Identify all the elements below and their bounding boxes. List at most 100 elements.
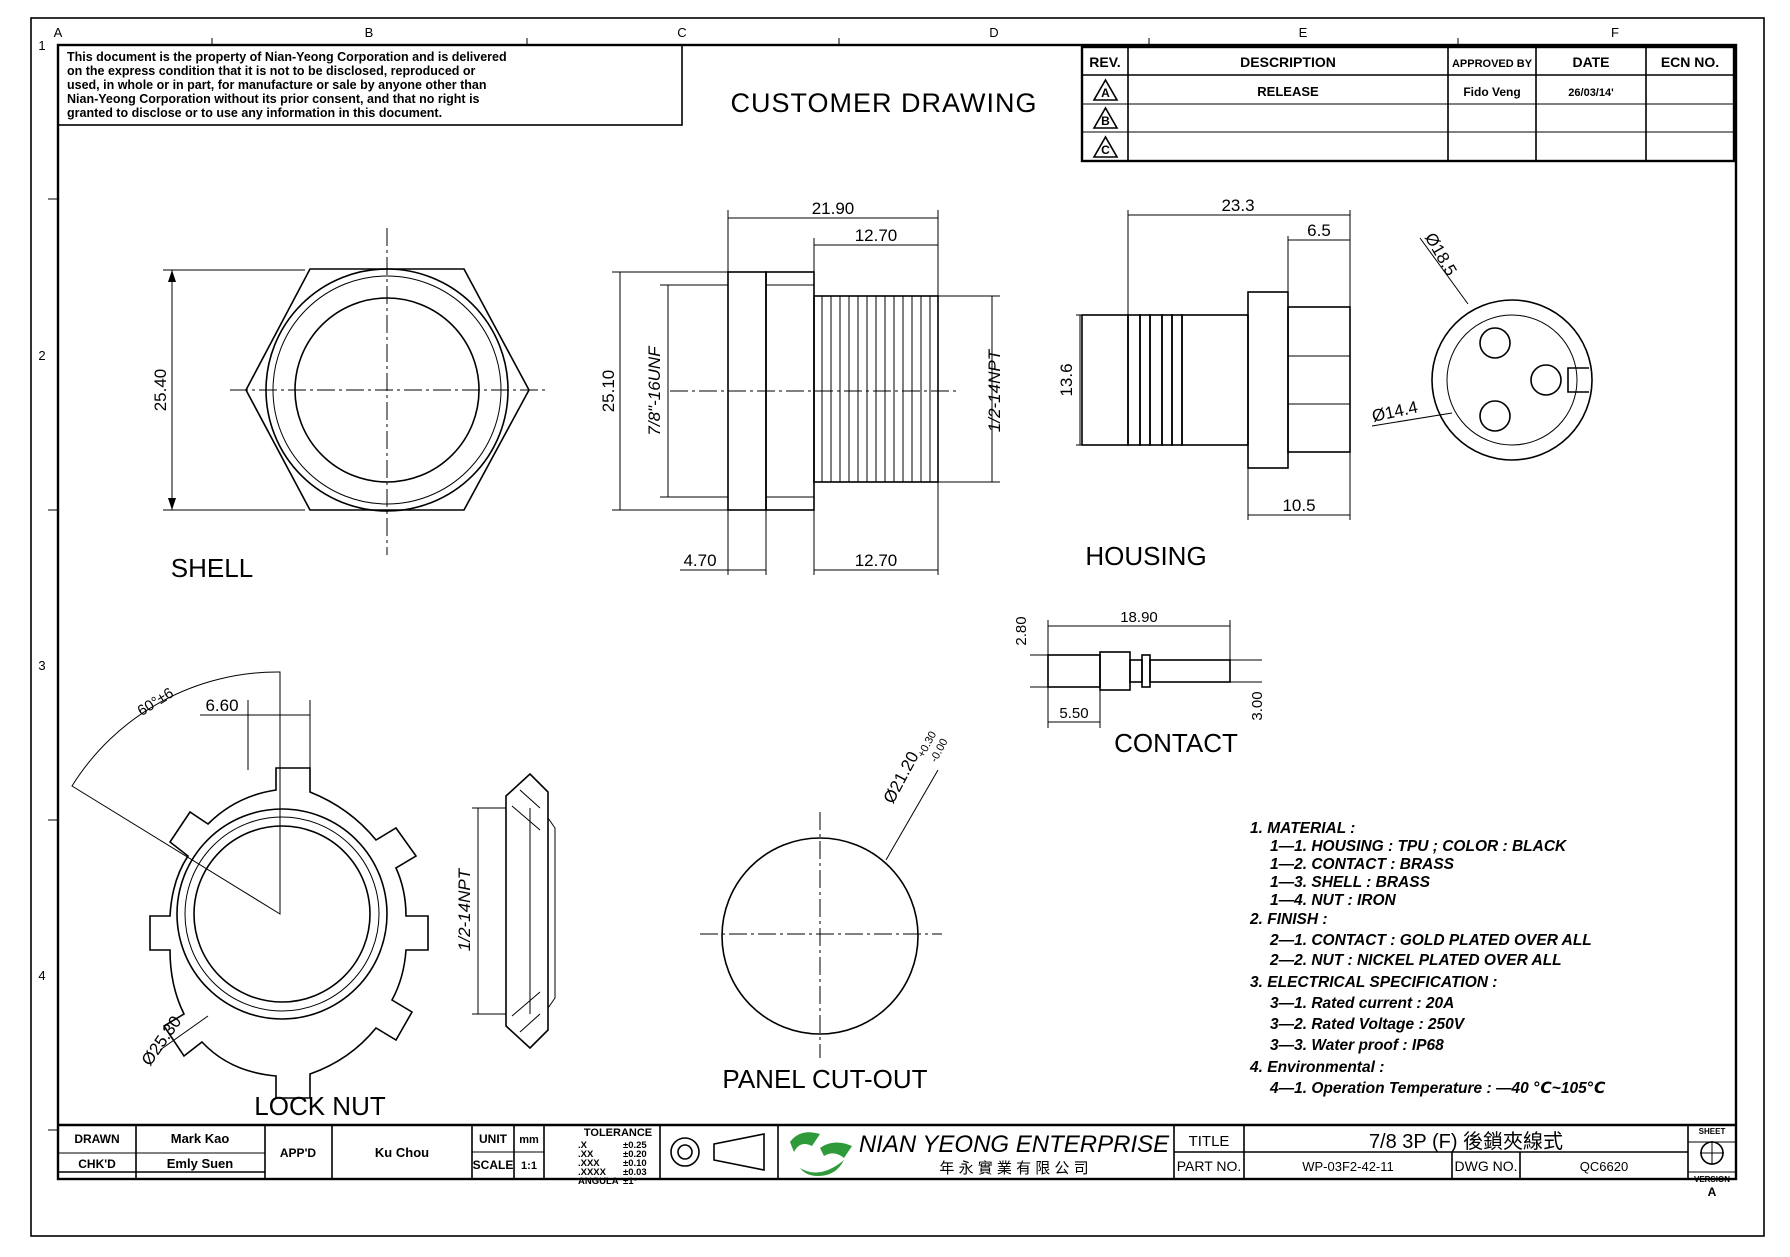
- face-inner-diameter: Ø14.4: [1370, 398, 1419, 426]
- housing-label: HOUSING: [1085, 541, 1206, 571]
- dwg-label: DWG NO.: [1455, 1158, 1518, 1174]
- drawn-by: Mark Kao: [171, 1131, 230, 1146]
- cutout-label: PANEL CUT-OUT: [722, 1064, 927, 1094]
- confidential-notice: This document is the property of Nian-Ye…: [57, 44, 683, 126]
- tolerance-key: .XXX: [578, 1158, 600, 1169]
- grid-col-a: A: [54, 25, 63, 40]
- note-line: 3—1. Rated current : 20A: [1270, 995, 1454, 1012]
- appd-by: Ku Chou: [375, 1145, 429, 1160]
- side-flange-dim: 4.70: [683, 551, 716, 570]
- note-line: 3. ELECTRICAL SPECIFICATION :: [1250, 974, 1497, 991]
- rev-letter: A: [1101, 86, 1110, 100]
- inner-frame: [56, 43, 1738, 1181]
- side-thread-top-dim: 12.70: [855, 226, 898, 245]
- contact-large-dia-dim: 3.00: [1249, 691, 1266, 720]
- lock-nut-thread-dim: 1/2-14NPT: [455, 867, 474, 951]
- grid-row-4: 4: [38, 968, 45, 983]
- thread-lines: [821, 296, 931, 482]
- tolerance-value: ±0.03: [623, 1167, 647, 1178]
- scale-value: 1:1: [521, 1160, 537, 1172]
- rev-letter: B: [1101, 114, 1110, 128]
- housing-overall-dim: 23.3: [1221, 196, 1254, 215]
- lock-nut-slot-dim: 6.60: [205, 696, 238, 715]
- appd-label: APP'D: [280, 1146, 317, 1160]
- notice-line: used, in whole or in part, for manufactu…: [67, 78, 487, 92]
- note-line: 1. MATERIAL :: [1250, 820, 1355, 837]
- title-value: 7/8 3P (F) 後鎖夾線式: [1369, 1130, 1563, 1153]
- zone-grid: A B C D E F 1 2 3 4: [38, 25, 1619, 1131]
- approved-by-header: APPROVED BY: [1452, 58, 1533, 70]
- rev-letter: C: [1101, 143, 1110, 157]
- revision-table: REV. DESCRIPTION APPROVED BY DATE ECN NO…: [1080, 45, 1736, 163]
- note-line: 1—1. HOUSING : TPU ; COLOR : BLACK: [1270, 838, 1568, 855]
- version-label: VERSION: [1694, 1175, 1730, 1184]
- tolerance-key: ANGULA: [578, 1176, 619, 1187]
- note-line: 2—1. CONTACT : GOLD PLATED OVER ALL: [1269, 932, 1592, 949]
- sheet-label: SHEET: [1699, 1127, 1726, 1136]
- grid-col-d: D: [989, 25, 998, 40]
- contact-small-dia-dim: 2.80: [1013, 616, 1030, 645]
- notice-line: Nian-Yeong Corporation without its prior…: [67, 92, 480, 106]
- grid-col-f: F: [1611, 25, 1619, 40]
- grid-col-b: B: [365, 25, 374, 40]
- date-header: DATE: [1572, 54, 1609, 70]
- chkd-by: Emly Suen: [167, 1156, 234, 1171]
- note-line: 1—2. CONTACT : BRASS: [1270, 856, 1455, 873]
- notice-line: on the express condition that it is not …: [67, 64, 476, 78]
- housing-bottom-right-dim: 10.5: [1282, 496, 1315, 515]
- rev-date: 26/03/14': [1568, 87, 1614, 99]
- panel-cut-out-view: Ø21.20 +0.30 -0.00 PANEL CUT-OUT: [700, 729, 951, 1094]
- note-line: 2—2. NUT : NICKEL PLATED OVER ALL: [1269, 952, 1562, 969]
- outer-frame: [30, 17, 1765, 1237]
- grid-row-1: 1: [38, 38, 45, 53]
- version-value: A: [1708, 1185, 1717, 1199]
- projection-symbol-icon: [670, 1137, 700, 1167]
- drawing-title: CUSTOMER DRAWING: [730, 88, 1037, 118]
- rev-triangle-icon: [1092, 78, 1119, 101]
- note-line: 4. Environmental :: [1249, 1059, 1384, 1076]
- grid-row-2: 2: [38, 348, 45, 363]
- tolerance-label: TOLERANCE: [584, 1127, 652, 1139]
- note-line: 4—1. Operation Temperature : —40 ℃~105℃: [1269, 1080, 1606, 1097]
- lock-nut-side-view: 1/2-14NPT: [455, 772, 556, 1050]
- tolerance-value: ±0.10: [623, 1158, 647, 1169]
- chkd-label: CHK'D: [78, 1157, 116, 1171]
- tolerance-value: ±0.20: [623, 1149, 647, 1160]
- rev-description: RELEASE: [1257, 84, 1319, 99]
- housing-height-dim: 13.6: [1057, 363, 1076, 396]
- notes-block: 1. MATERIAL : 1—1. HOUSING : TPU ; COLOR…: [1249, 820, 1606, 1097]
- lock-nut-diameter-dim: Ø25.30: [138, 1013, 186, 1070]
- contact-length-dim: 18.90: [1120, 609, 1158, 626]
- drawn-label: DRAWN: [74, 1132, 119, 1146]
- contact-tip-dim: 5.50: [1059, 705, 1088, 722]
- dwg-value: QC6620: [1580, 1159, 1628, 1174]
- grid-col-c: C: [677, 25, 686, 40]
- side-thread-left: 7/8"-16UNF: [645, 345, 664, 436]
- note-line: 1—3. SHELL : BRASS: [1270, 874, 1431, 891]
- notice-line: This document is the property of Nian-Ye…: [67, 50, 507, 64]
- rev-approved-by: Fido Veng: [1463, 85, 1520, 99]
- ecn-header: ECN NO.: [1661, 54, 1719, 70]
- lock-nut-view: 60°±6 6.60 Ø25.30 LOCK NUT: [71, 671, 429, 1121]
- title-block: DRAWN Mark Kao CHK'D Emly Suen APP'D Ku …: [58, 1123, 1736, 1199]
- note-line: 3—2. Rated Voltage : 250V: [1270, 1016, 1466, 1033]
- unit-label: UNIT: [479, 1132, 508, 1146]
- notice-line: granted to disclose or to use any inform…: [67, 106, 442, 120]
- scale-label: SCALE: [473, 1158, 514, 1172]
- part-label: PART NO.: [1177, 1158, 1242, 1174]
- side-thread-right: 1/2-14NPT: [985, 348, 1004, 432]
- note-line: 3—3. Water proof : IP68: [1270, 1037, 1444, 1054]
- part-value: WP-03F2-42-11: [1302, 1159, 1394, 1174]
- title-label: TITLE: [1189, 1133, 1230, 1150]
- tolerance-key: .XX: [578, 1149, 594, 1160]
- shell-view: 25.40 SHELL: [151, 228, 546, 583]
- contact-view: 18.90 2.80 5.50 3.00 CONTACT: [1013, 609, 1266, 758]
- company-logo-icon: [790, 1132, 852, 1176]
- note-line: 1—4. NUT : IRON: [1270, 892, 1397, 909]
- tolerance-value: ±0.25: [623, 1140, 647, 1151]
- tolerance-value: ±1°: [623, 1176, 637, 1187]
- side-height-dim: 25.10: [599, 370, 618, 413]
- note-line: 2. FINISH :: [1249, 911, 1328, 928]
- cutout-diameter-dim: Ø21.20: [880, 748, 923, 806]
- side-thread-bottom-dim: 12.70: [855, 551, 898, 570]
